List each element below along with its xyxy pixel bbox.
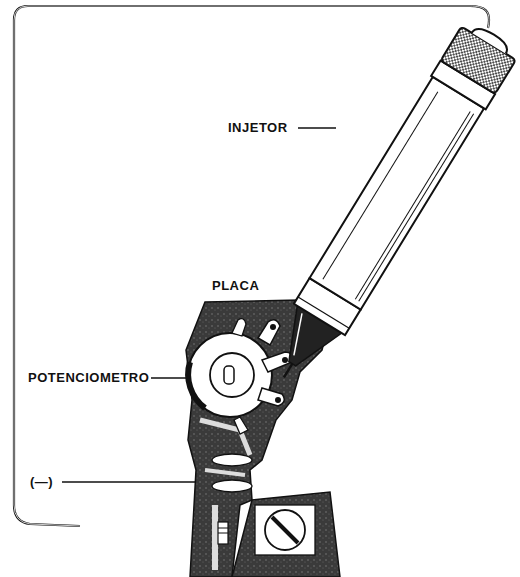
part-label: PLACA — [210, 278, 261, 293]
part-label: (—) — [28, 474, 55, 489]
potentiometer — [188, 319, 292, 434]
leader-line — [62, 481, 196, 482]
part-label: POTENCIOMETRO — [26, 370, 151, 385]
leader-line — [298, 127, 336, 128]
part-label: INJETOR — [226, 120, 290, 135]
signal-injector — [257, 18, 520, 394]
